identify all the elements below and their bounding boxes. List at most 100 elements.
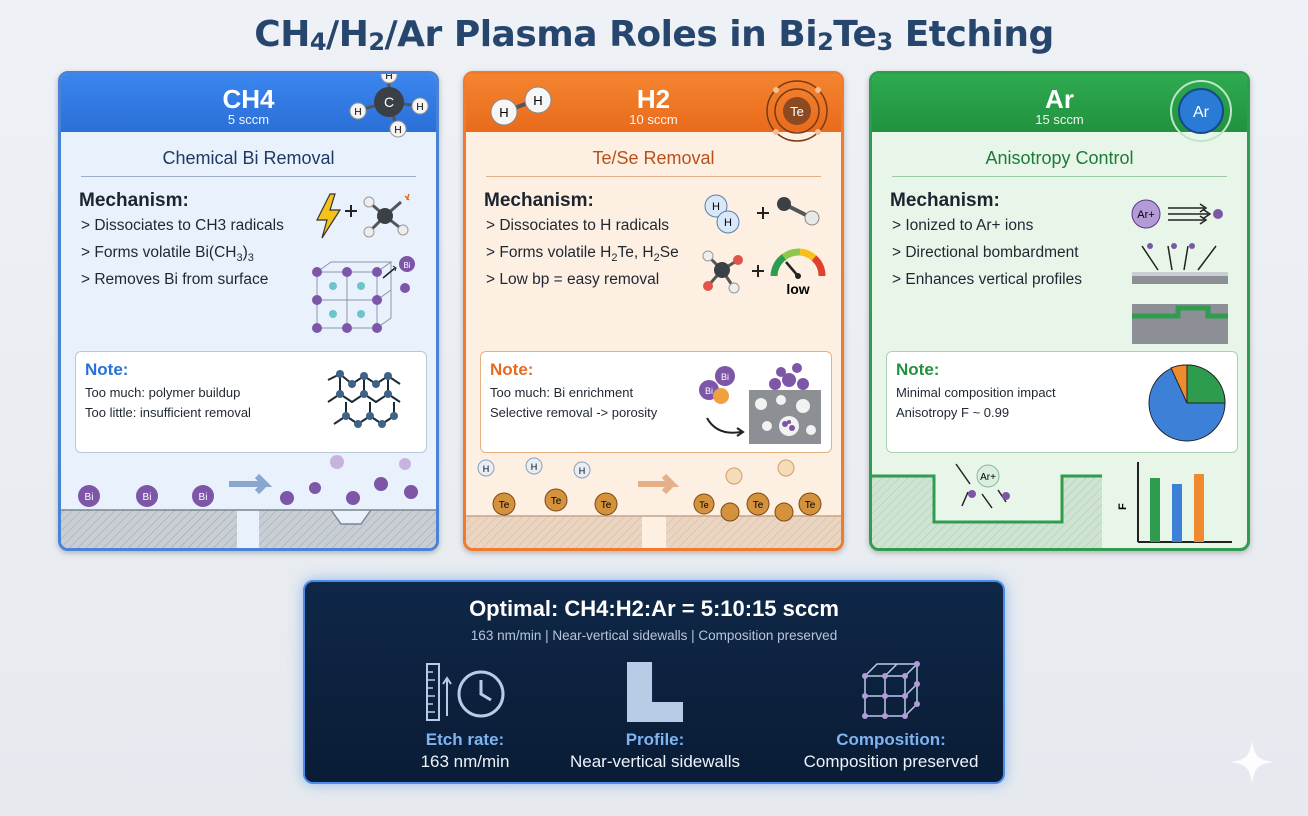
svg-text:H: H [394,125,401,136]
composition-metric: Composition: Composition preserved [781,660,1001,780]
svg-text:H: H [385,71,392,82]
h2-note: Note: Too much: Bi enrichment Selective … [480,351,832,453]
ar-note: Note: Minimal composition impact Anisotr… [886,351,1238,453]
ar-etch-diagram: Ar+ F [872,462,1232,548]
ar-mechanism-item: Ionized to Ar+ ions [892,217,1033,235]
ar-divider [892,176,1227,177]
summary-title: Optimal: CH4:H2:Ar = 5:10:15 sccm [469,596,839,621]
svg-text:Bi: Bi [403,261,410,270]
chart-axis-label: F [1117,503,1129,510]
h2te-molecule-icon [702,250,743,294]
ar-gas-label: Ar [1045,84,1074,114]
svg-text:Te: Te [699,500,709,510]
methane-molecule-icon: C H H H H [349,71,429,138]
composition-value: Composition preserved [803,752,979,771]
ar-note-line: Minimal composition impact [896,385,1056,400]
svg-text:H: H [533,93,542,108]
ch4-card-header: CH4 5 sccm [61,74,436,132]
etch-rate-label: Etch rate: [425,730,505,749]
svg-text:Bi: Bi [143,492,152,503]
ch4-note-line: Too little: insufficient removal [85,405,251,420]
bi-enrichment-icon: Bi Bi [699,363,821,444]
svg-text:H: H [416,102,423,113]
svg-text:H: H [712,201,720,213]
svg-text:Te: Te [499,500,510,511]
h2-flow-label: 10 sccm [629,112,678,127]
crystal-lattice-icon: Bi [312,256,415,333]
bi-atom-icon [78,485,214,507]
ar-mechanism-label: Mechanism: [890,190,1000,211]
ar-note-label: Note: [896,360,940,379]
ar-mechanism-item: Directional bombardment [892,244,1078,262]
h-radical-icon: H H [704,194,740,234]
svg-text:Te: Te [805,500,816,511]
svg-text:Bi: Bi [721,372,729,382]
sparkle-icon [1230,740,1274,784]
ch4-mechanism-item: Removes Bi from surface [81,271,268,289]
ar-subtitle: Anisotropy Control [985,148,1134,168]
ch4-mechanism-item: Forms volatile Bi(CH3)3 [81,244,254,264]
lightning-icon [316,193,342,239]
ch4-note-line: Too much: polymer buildup [85,385,241,400]
composition-label: Composition: [836,730,946,749]
h2-note-line: Selective removal -> porosity [490,405,658,420]
h2-card: H2 10 sccm H H Te Te/Se Removal Mechanis… [463,71,844,551]
hydrogen-molecule-icon: H H [490,86,552,126]
gauge-label: low [786,281,809,297]
ar-note-line: Anisotropy F ~ 0.99 [896,405,1010,420]
svg-text:Te: Te [601,500,612,511]
svg-text:Ar+: Ar+ [1137,209,1154,221]
svg-text:H: H [354,107,361,118]
ruler-clock-icon [426,663,505,721]
svg-text:H: H [531,462,538,472]
h2-gas-label: H2 [636,84,671,114]
summary-subtitle: 163 nm/min | Near-vertical sidewalls | C… [470,628,838,643]
svg-text:Bi: Bi [199,492,208,503]
argon-atom-icon: Ar [1170,80,1232,142]
svg-text:H: H [579,466,586,476]
profile-label: Profile: [625,730,685,749]
gauge-icon: low [770,248,826,297]
svg-text:Ar+: Ar+ [980,472,996,483]
ch4-flow-label: 5 sccm [227,112,270,127]
methyl-radical-icon [363,193,410,238]
vertical-profile-icon [1132,304,1228,344]
ch4-mechanism-label: Mechanism: [79,190,189,211]
h2-mechanism-item: Low bp = easy removal [486,271,659,289]
ch4-etch-diagram: Bi Bi Bi [61,455,436,548]
svg-text:H: H [499,105,508,120]
plus-icon [752,265,764,277]
bond-molecule-icon [777,197,820,226]
h2-note-label: Note: [490,360,534,379]
ch4-divider [81,176,416,177]
molecule-carbon-label: C [384,94,394,110]
etch-rate-value: 163 nm/min [420,752,510,771]
h2-mechanism-item: Forms volatile H2Te, H2Se [486,244,678,264]
ar-flow-label: 15 sccm [1035,112,1084,127]
ch4-card: CH4 5 sccm C H H H H Chemical Bi Removal… [58,71,439,551]
lattice-cube-icon [862,661,920,719]
anisotropy-bar-chart: F [1117,462,1232,543]
profile-value: Near-vertical sidewalls [569,752,741,771]
svg-text:H: H [724,217,732,229]
ch4-gas-label: CH4 [222,84,275,114]
composition-pie-icon [1148,364,1226,442]
plus-icon [757,207,769,219]
svg-text:Te: Te [753,500,764,511]
plus-icon [345,205,357,217]
h2-mechanism-label: Mechanism: [484,190,594,211]
ch4-note-label: Note: [85,360,129,379]
ar-mechanism-item: Enhances vertical profiles [892,271,1082,289]
ch4-subtitle: Chemical Bi Removal [162,148,335,168]
svg-text:Te: Te [551,496,562,507]
svg-text:Bi: Bi [705,386,713,396]
ch4-mechanism-item: Dissociates to CH3 radicals [81,217,284,235]
h2-mechanism-item: Dissociates to H radicals [486,217,669,235]
ch4-note: Note: Too much: polymer buildup Too litt… [75,351,427,453]
h2-etch-diagram: H H H Te Te Te Te Te Te [466,457,841,548]
h2-subtitle: Te/Se Removal [592,148,715,168]
polymer-network-icon [327,370,401,428]
h2-note-line: Too much: Bi enrichment [490,385,634,400]
vertical-sidewall-icon [627,662,683,722]
tellurium-atom-icon: Te [766,80,828,142]
